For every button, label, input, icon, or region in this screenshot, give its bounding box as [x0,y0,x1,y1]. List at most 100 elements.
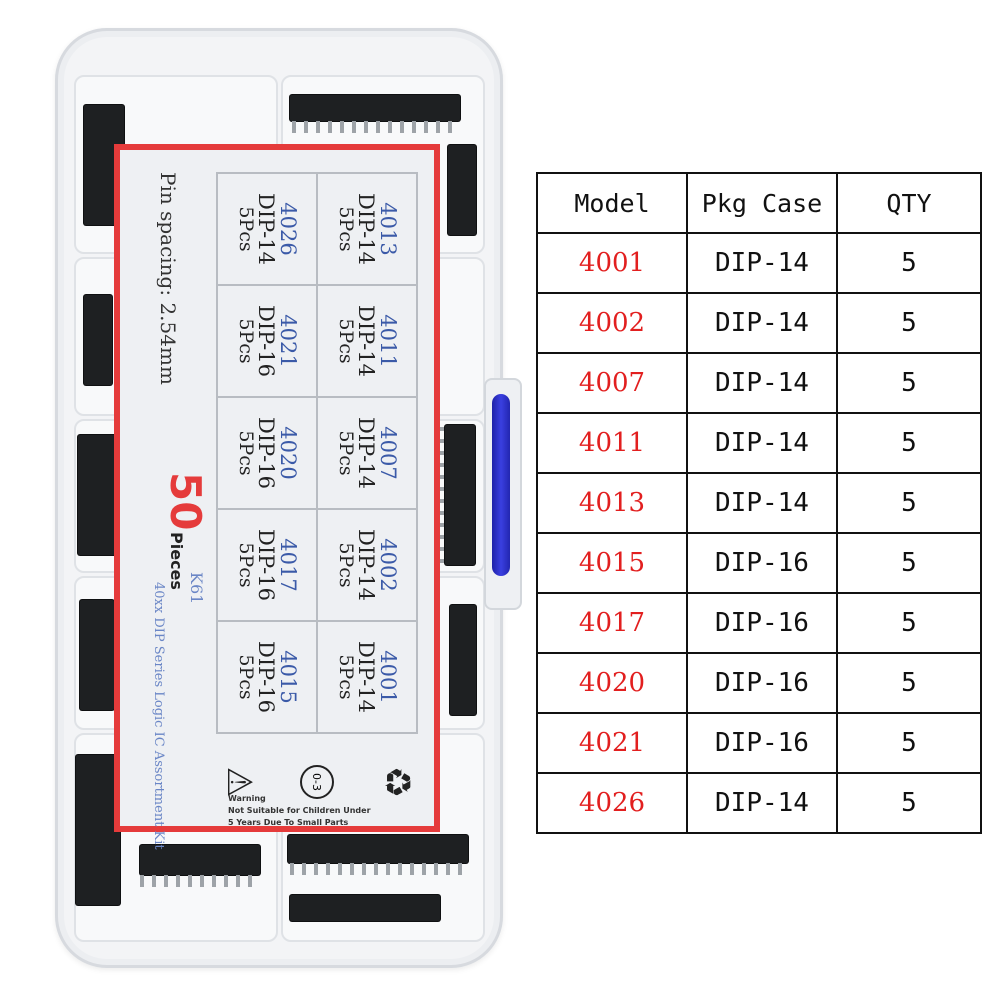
ic-chip [78,435,116,555]
latch-blue-tab [492,394,510,576]
label-qty: 5Pcs [334,206,357,252]
label-qty: 5Pcs [334,542,357,588]
label-model: 4026 [276,202,301,256]
label-pkg: DIP-14 [353,641,378,713]
row-pkg: DIP-14 [686,292,838,354]
label-model: 4013 [376,202,401,256]
row-model: 4017 [536,592,688,654]
ic-chip [84,295,112,385]
row-qty: 5 [836,592,982,654]
product-photo: 4013 DIP-14 5Pcs 4011 DIP-14 5Pcs 4007 D… [55,28,522,968]
ic-pins [292,121,460,133]
row-qty: 5 [836,292,982,354]
label-cell: 4013 DIP-14 5Pcs [317,173,417,285]
label-cell: 4007 DIP-14 5Pcs [317,397,417,509]
label-cell: 4026 DIP-14 5Pcs [217,173,317,285]
row-qty: 5 [836,712,982,774]
row-qty: 5 [836,232,982,294]
label-grid: 4013 DIP-14 5Pcs 4011 DIP-14 5Pcs 4007 D… [216,172,418,734]
ic-chip [76,755,120,905]
row-qty: 5 [836,652,982,714]
table-row: 4017 DIP-16 5 [536,592,982,654]
table-row: 4007 DIP-14 5 [536,352,982,414]
label-card: 4013 DIP-14 5Pcs 4011 DIP-14 5Pcs 4007 D… [114,144,440,850]
label-model: 4021 [276,314,301,368]
pin-spacing-text: Pin spacing: 2.54mm [156,172,180,385]
row-pkg: DIP-16 [686,652,838,714]
row-pkg: DIP-16 [686,712,838,774]
row-qty: 5 [836,532,982,594]
label-pkg: DIP-16 [253,417,278,489]
label-qty: 5Pcs [234,430,257,476]
row-model: 4011 [536,412,688,474]
row-pkg: DIP-14 [686,412,838,474]
table-row: 4020 DIP-16 5 [536,652,982,714]
label-pkg: DIP-14 [253,193,278,265]
model-table: Model Pkg Case QTY 4001 DIP-14 5 4002 DI… [536,172,982,834]
row-model: 4013 [536,472,688,534]
row-pkg: DIP-14 [686,472,838,534]
header-pkg-case: Pkg Case [686,172,838,234]
table-row: 4015 DIP-16 5 [536,532,982,594]
label-cell: 4017 DIP-16 5Pcs [217,509,317,621]
ic-pins [140,875,260,887]
label-model: 4020 [276,426,301,480]
label-qty: 5Pcs [234,318,257,364]
label-cell: 4021 DIP-16 5Pcs [217,285,317,397]
row-qty: 5 [836,772,982,834]
table-row: 4002 DIP-14 5 [536,292,982,354]
label-model: 4011 [376,314,401,368]
label-qty: 5Pcs [334,430,357,476]
label-qty: 5Pcs [234,206,257,252]
row-pkg: DIP-16 [686,592,838,654]
label-qty: 5Pcs [234,542,257,588]
ic-chip [288,835,468,863]
row-qty: 5 [836,472,982,534]
label-pkg: DIP-14 [353,529,378,601]
label-model: 4001 [376,650,401,704]
row-model: 4020 [536,652,688,714]
warning-line: Not Suitable for Children Under [228,806,371,815]
warning-line: 5 Years Due To Small Parts [228,818,349,827]
warning-title: Warning [228,794,266,803]
label-footer: Pin spacing: 2.54mm 50 Pieces K61 40xx D… [128,172,210,850]
table-row: 4021 DIP-16 5 [536,712,982,774]
label-pkg: DIP-14 [353,193,378,265]
row-pkg: DIP-14 [686,232,838,294]
row-model: 4021 [536,712,688,774]
row-pkg: DIP-16 [686,532,838,594]
row-pkg: DIP-14 [686,352,838,414]
label-pkg: DIP-16 [253,529,278,601]
label-model: 4015 [276,650,301,704]
warning-text: Warning Not Suitable for Children Under … [224,790,414,830]
label-model: 4007 [376,426,401,480]
ic-chip [290,895,440,921]
label-cell: 4011 DIP-14 5Pcs [317,285,417,397]
row-model: 4015 [536,532,688,594]
piece-count-unit: Pieces [167,532,186,590]
label-cell: 4001 DIP-14 5Pcs [317,621,417,733]
label-qty: 5Pcs [334,654,357,700]
ic-chip [80,600,114,710]
table-row: 4026 DIP-14 5 [536,772,982,834]
ic-pins [290,863,466,875]
header-model: Model [536,172,688,234]
table-header-row: Model Pkg Case QTY [536,172,982,234]
label-pkg: DIP-16 [253,305,278,377]
ic-chip [140,845,260,875]
ic-chip [450,605,476,715]
row-qty: 5 [836,412,982,474]
row-model: 4026 [536,772,688,834]
table-row: 4011 DIP-14 5 [536,412,982,474]
label-pkg: DIP-14 [353,305,378,377]
header-qty: QTY [836,172,982,234]
row-model: 4002 [536,292,688,354]
label-cell: 4002 DIP-14 5Pcs [317,509,417,621]
product-label: 4013 DIP-14 5Pcs 4011 DIP-14 5Pcs 4007 D… [114,144,440,850]
row-model: 4001 [536,232,688,294]
table-row: 4001 DIP-14 5 [536,232,982,294]
label-cell: 4020 DIP-16 5Pcs [217,397,317,509]
kit-code: K61 [187,572,206,605]
piece-count: 50 [161,472,210,531]
label-model: 4002 [376,538,401,592]
